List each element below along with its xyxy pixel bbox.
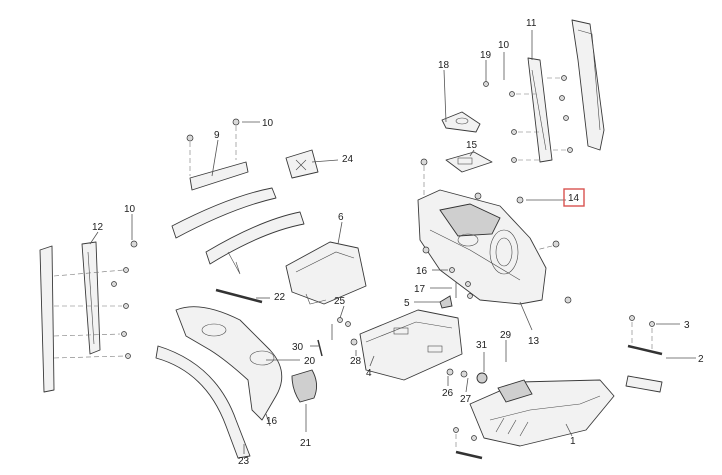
part-15-plate[interactable]: [445, 151, 493, 173]
part-4-floor-plate[interactable]: [359, 309, 463, 381]
callout-1: 1: [570, 436, 576, 447]
part-24-label-panel[interactable]: [285, 149, 319, 179]
part-2-bracket[interactable]: [625, 375, 663, 393]
part-22-seal-strip[interactable]: [215, 288, 263, 304]
part-1-underbody-tray[interactable]: [469, 379, 615, 447]
part-26-washer[interactable]: [446, 368, 454, 376]
callout-17: 17: [414, 284, 426, 295]
part-13-rear-housing[interactable]: [417, 189, 547, 305]
callout-29: 29: [500, 330, 512, 341]
part-20-front-housing[interactable]: [175, 306, 283, 421]
part-curved-side-panel[interactable]: [155, 345, 251, 459]
part-curved-rail-upper[interactable]: [171, 187, 277, 239]
callout-2: 2: [698, 354, 704, 365]
callout-4: 4: [366, 368, 372, 379]
part-12-front-post[interactable]: [39, 241, 101, 393]
callout-12: 12: [92, 222, 104, 233]
part-31-roller[interactable]: [476, 372, 488, 384]
part-3-screws: [629, 315, 655, 350]
callout-5: 5: [404, 298, 410, 309]
part-13-fasteners: [420, 158, 572, 304]
callout-3: 3: [684, 320, 690, 331]
part-11-bolts: [483, 75, 573, 163]
part-27-nut[interactable]: [460, 370, 468, 378]
callout-18: 18: [438, 60, 450, 71]
callout-14: 14: [568, 193, 580, 204]
callout-11: 11: [526, 18, 537, 29]
part-30-pin[interactable]: [317, 339, 323, 357]
part-16-17-fasteners: [449, 267, 473, 299]
callout-20: 20: [304, 356, 316, 367]
callout-24: 24: [342, 154, 354, 165]
callout-labels: 1 2 3 4 5 6 7 8 9 10 10 10 11 12 13 14 1…: [92, 18, 704, 467]
part-1-fasteners: [453, 427, 477, 448]
part-21-cover-cap[interactable]: [291, 369, 317, 403]
callout-9: 9: [214, 130, 220, 141]
callout-19: 19: [480, 50, 492, 61]
callout-27: 27: [460, 394, 472, 405]
part-1-seal-strip[interactable]: [455, 450, 483, 460]
callout-10c: 10: [124, 204, 136, 215]
callout-10b: 10: [262, 118, 274, 129]
callout-13: 13: [528, 336, 540, 347]
callout-16a: 16: [416, 266, 428, 277]
part-25-bolt-set[interactable]: [331, 317, 351, 341]
part-6-seat-box[interactable]: [285, 241, 367, 305]
callout-22: 22: [274, 292, 286, 303]
part-curved-rail-lower[interactable]: [205, 211, 305, 275]
part-9-top-rail[interactable]: [186, 118, 249, 191]
callout-15: 15: [466, 140, 478, 151]
part-5-grommet[interactable]: [439, 295, 453, 309]
callout-25: 25: [334, 296, 346, 307]
callout-10a: 10: [498, 40, 510, 51]
part-28-bushing[interactable]: [350, 338, 358, 346]
callout-6: 6: [338, 212, 344, 223]
callout-16b: 16: [266, 416, 278, 427]
callout-26: 26: [442, 388, 454, 399]
callout-23: 23: [238, 456, 250, 467]
part-11-rear-post[interactable]: [527, 19, 605, 163]
callout-28: 28: [350, 356, 362, 367]
callout-31: 31: [476, 340, 488, 351]
part-18-upper-bracket[interactable]: [441, 111, 481, 133]
leader-lines: [89, 30, 696, 454]
part-2-seal-strip[interactable]: [627, 344, 663, 356]
callout-30: 30: [292, 342, 304, 353]
part-12-bolts: [53, 240, 138, 359]
callout-21: 21: [300, 438, 312, 449]
callout-14-highlight: [563, 188, 585, 207]
